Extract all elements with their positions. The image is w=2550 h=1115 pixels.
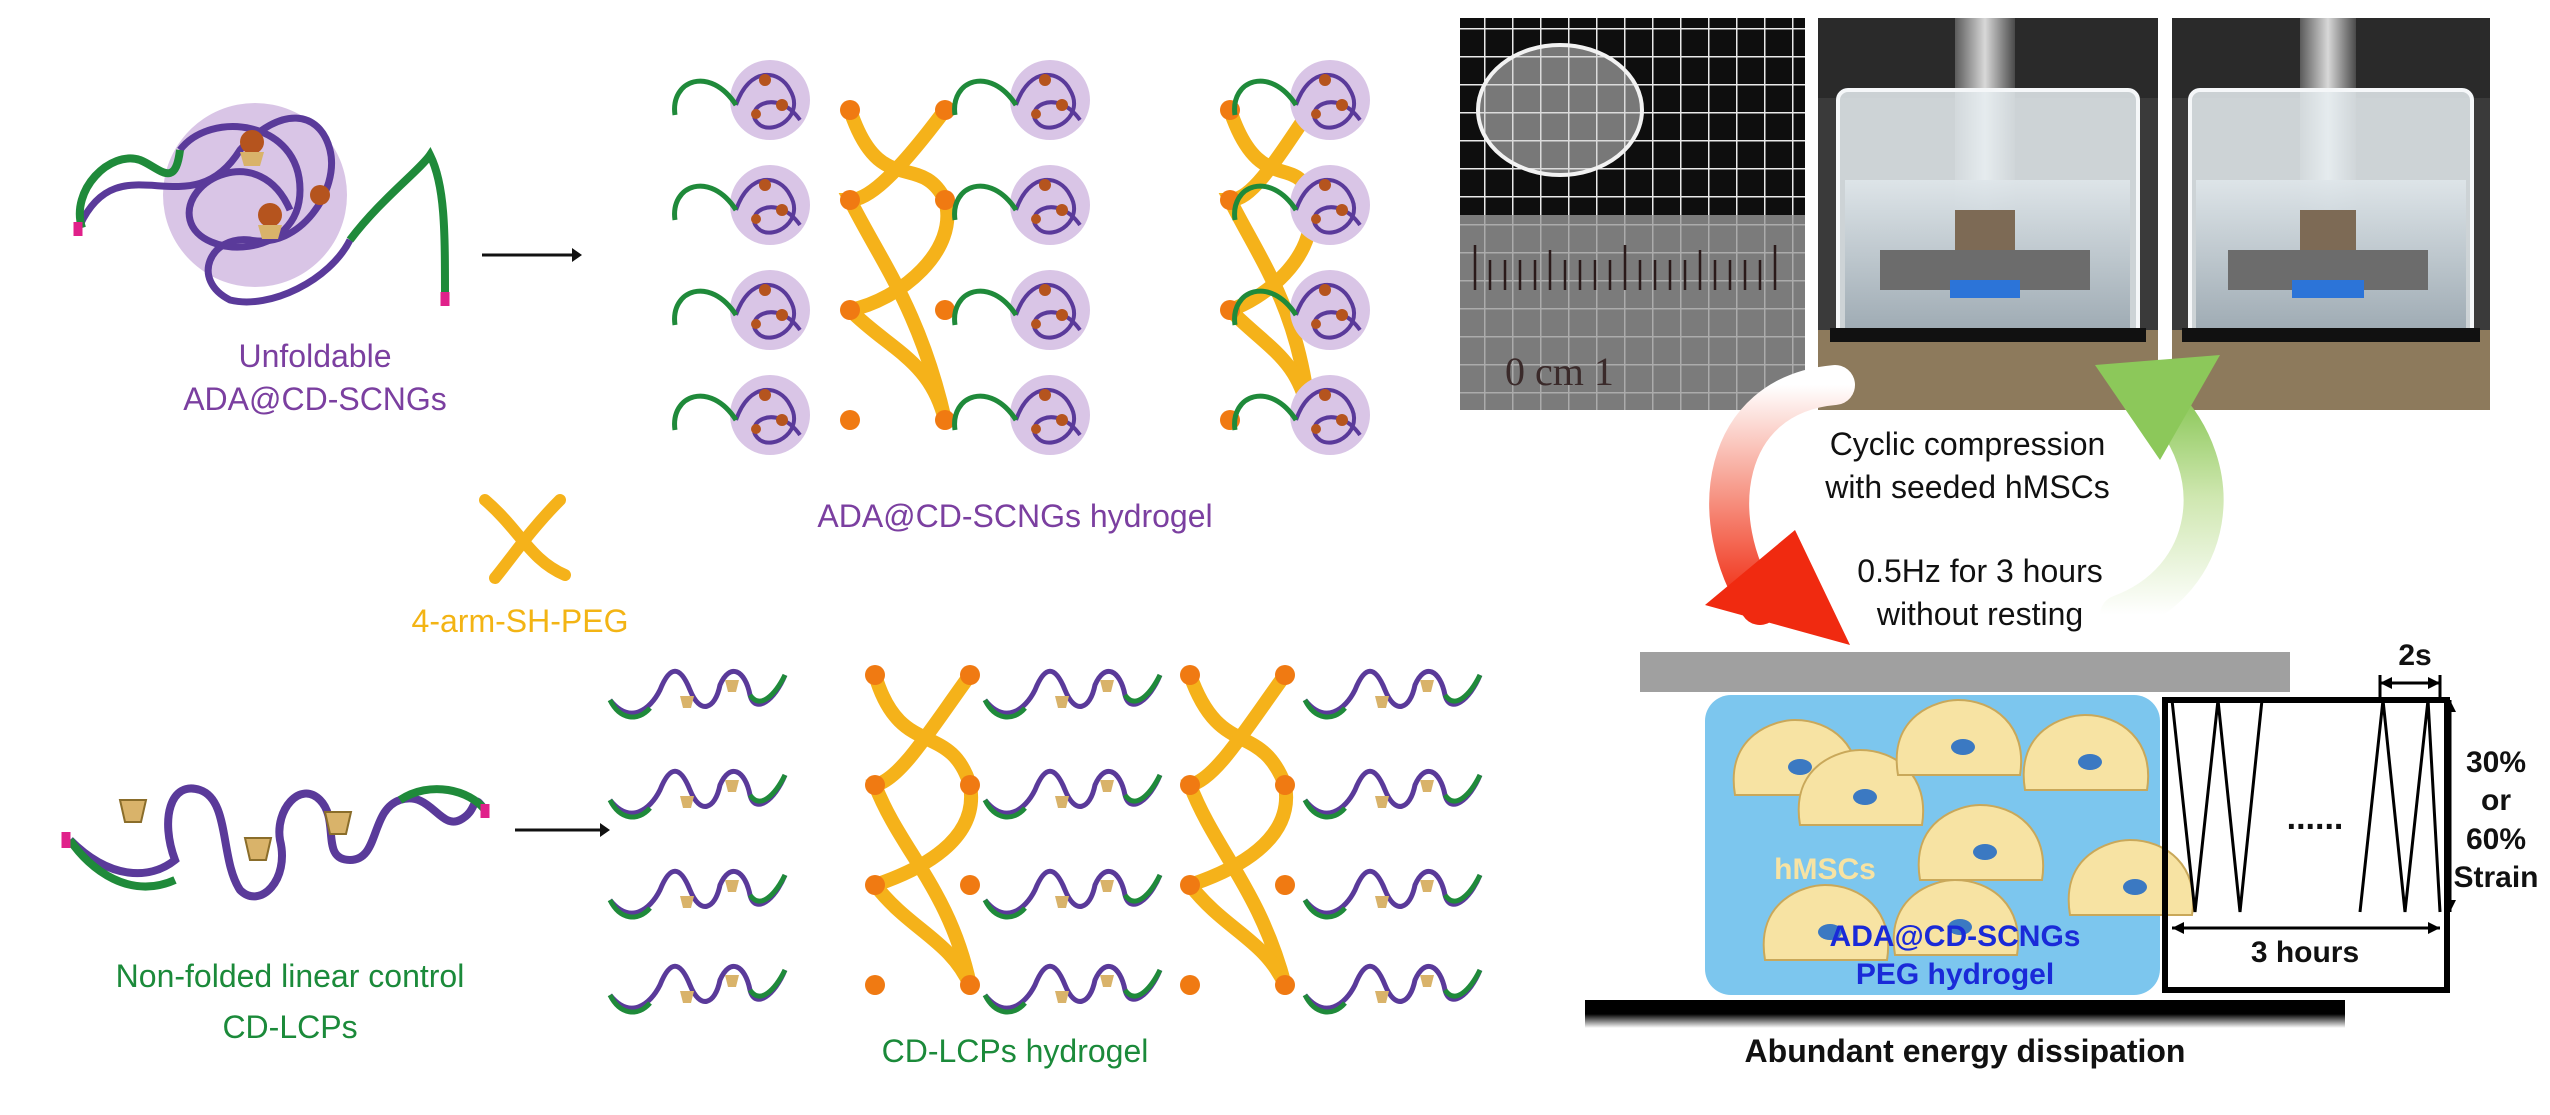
lcp-hydrogel-label: CD-LCPs hydrogel: [881, 1033, 1149, 1069]
ellipsis-label: ......: [2286, 799, 2344, 837]
scng-unit: [672, 270, 810, 350]
linear-control-label: Non-folded linear control CD-LCPs: [95, 955, 485, 1049]
scng-unit: [672, 375, 810, 455]
linear-control-label-line2: CD-LCPs: [222, 1009, 358, 1046]
frequency-line2: without resting: [1876, 596, 2084, 633]
crosslinker-label: 4-arm-SH-PEG: [411, 603, 629, 639]
lcp-hydrogel-network: [607, 665, 1483, 1015]
scng-unit: [1232, 60, 1370, 140]
scng-hydrogel-label: ADA@CD-SCNGs hydrogel: [817, 498, 1213, 534]
cyclic-compression-line1: Cyclic compression: [1829, 426, 2106, 462]
lcp-unit: [982, 668, 1163, 720]
photo-gel-disc: [1460, 18, 1805, 410]
scng-unit: [952, 60, 1090, 140]
lcp-unit: [607, 768, 788, 820]
lcp-unit: [982, 768, 1163, 820]
bottom-plate: [1585, 1000, 2345, 1016]
linear-lcp-unit: [61, 784, 490, 901]
lcp-unit: [1302, 668, 1483, 720]
lcp-unit: [607, 963, 788, 1015]
scng-unit: [672, 165, 810, 245]
linear-control-label-line1: Non-folded linear control: [115, 958, 465, 994]
scng-unit: [1232, 375, 1370, 455]
photo-compression-rig-1: [1818, 18, 2158, 410]
lcp-unit: [1302, 768, 1483, 820]
period-label: 2s: [2398, 639, 2432, 672]
scng-unit: [952, 375, 1090, 455]
gel-label-line1: ADA@CD-SCNGs: [1829, 920, 2081, 953]
strain-label-1: 30%: [2465, 746, 2527, 779]
cyclic-compression-line2: with seeded hMSCs: [1825, 469, 2110, 506]
cyclic-compression-label: Cyclic compression with seeded hMSCs: [1760, 423, 2175, 509]
cycle-arrow-red: [1705, 365, 1855, 645]
lcp-unit: [607, 668, 788, 720]
strain-label-4: Strain: [2453, 861, 2539, 895]
cycle-arrow-green: [2095, 355, 2224, 635]
scng-unit: [672, 60, 810, 140]
hmsc-cell: [1895, 698, 2023, 776]
strain-waveform: [2162, 675, 2456, 993]
hmsc-cell: [1762, 883, 1890, 961]
photo-compression-rig-2: [2172, 18, 2490, 410]
frequency-line1: 0.5Hz for 3 hours: [1857, 553, 2103, 589]
energy-dissipation-label: Abundant energy dissipation: [1744, 1033, 2186, 1069]
ruler-label: 0 cm 1: [1505, 349, 1614, 394]
scng-unit: [1232, 165, 1370, 245]
hmsc-cell: [1917, 803, 2045, 881]
hmsc-cell: [1797, 748, 1925, 826]
frequency-label: 0.5Hz for 3 hours without resting: [1790, 550, 2170, 636]
scng-unit: [1232, 270, 1370, 350]
hmscs-label: hMSCs: [1774, 853, 1876, 886]
hmsc-cell: [1892, 878, 2020, 956]
gel-label: ADA@CD-SCNGs PEG hydrogel: [1790, 918, 2120, 993]
lcp-unit: [982, 963, 1163, 1015]
unfoldable-label-line2: ADA@CD-SCNGs: [183, 381, 447, 418]
scng-unit: [952, 165, 1090, 245]
strain-label-2: or: [2481, 784, 2511, 818]
lcp-unit: [607, 868, 788, 920]
scng-unit: [952, 270, 1090, 350]
lcp-unit: [982, 868, 1163, 920]
crosslinker-icon: [479, 494, 571, 584]
scng-unit-large: [73, 103, 450, 306]
unfoldable-label: Unfoldable ADA@CD-SCNGs: [150, 335, 480, 421]
lcp-unit: [1302, 868, 1483, 920]
scng-hydrogel-network: [672, 60, 1370, 455]
gel-label-line2: PEG hydrogel: [1855, 957, 2055, 991]
strain-label-3: 60%: [2465, 822, 2527, 856]
unfoldable-label-line1: Unfoldable: [238, 338, 392, 374]
strain-label: 30% or 60% Strain: [2450, 744, 2542, 898]
hmsc-cell: [2022, 713, 2150, 791]
top-plate: [1640, 652, 2290, 692]
duration-label: 3 hours: [2230, 933, 2380, 974]
lcp-unit: [1302, 963, 1483, 1015]
